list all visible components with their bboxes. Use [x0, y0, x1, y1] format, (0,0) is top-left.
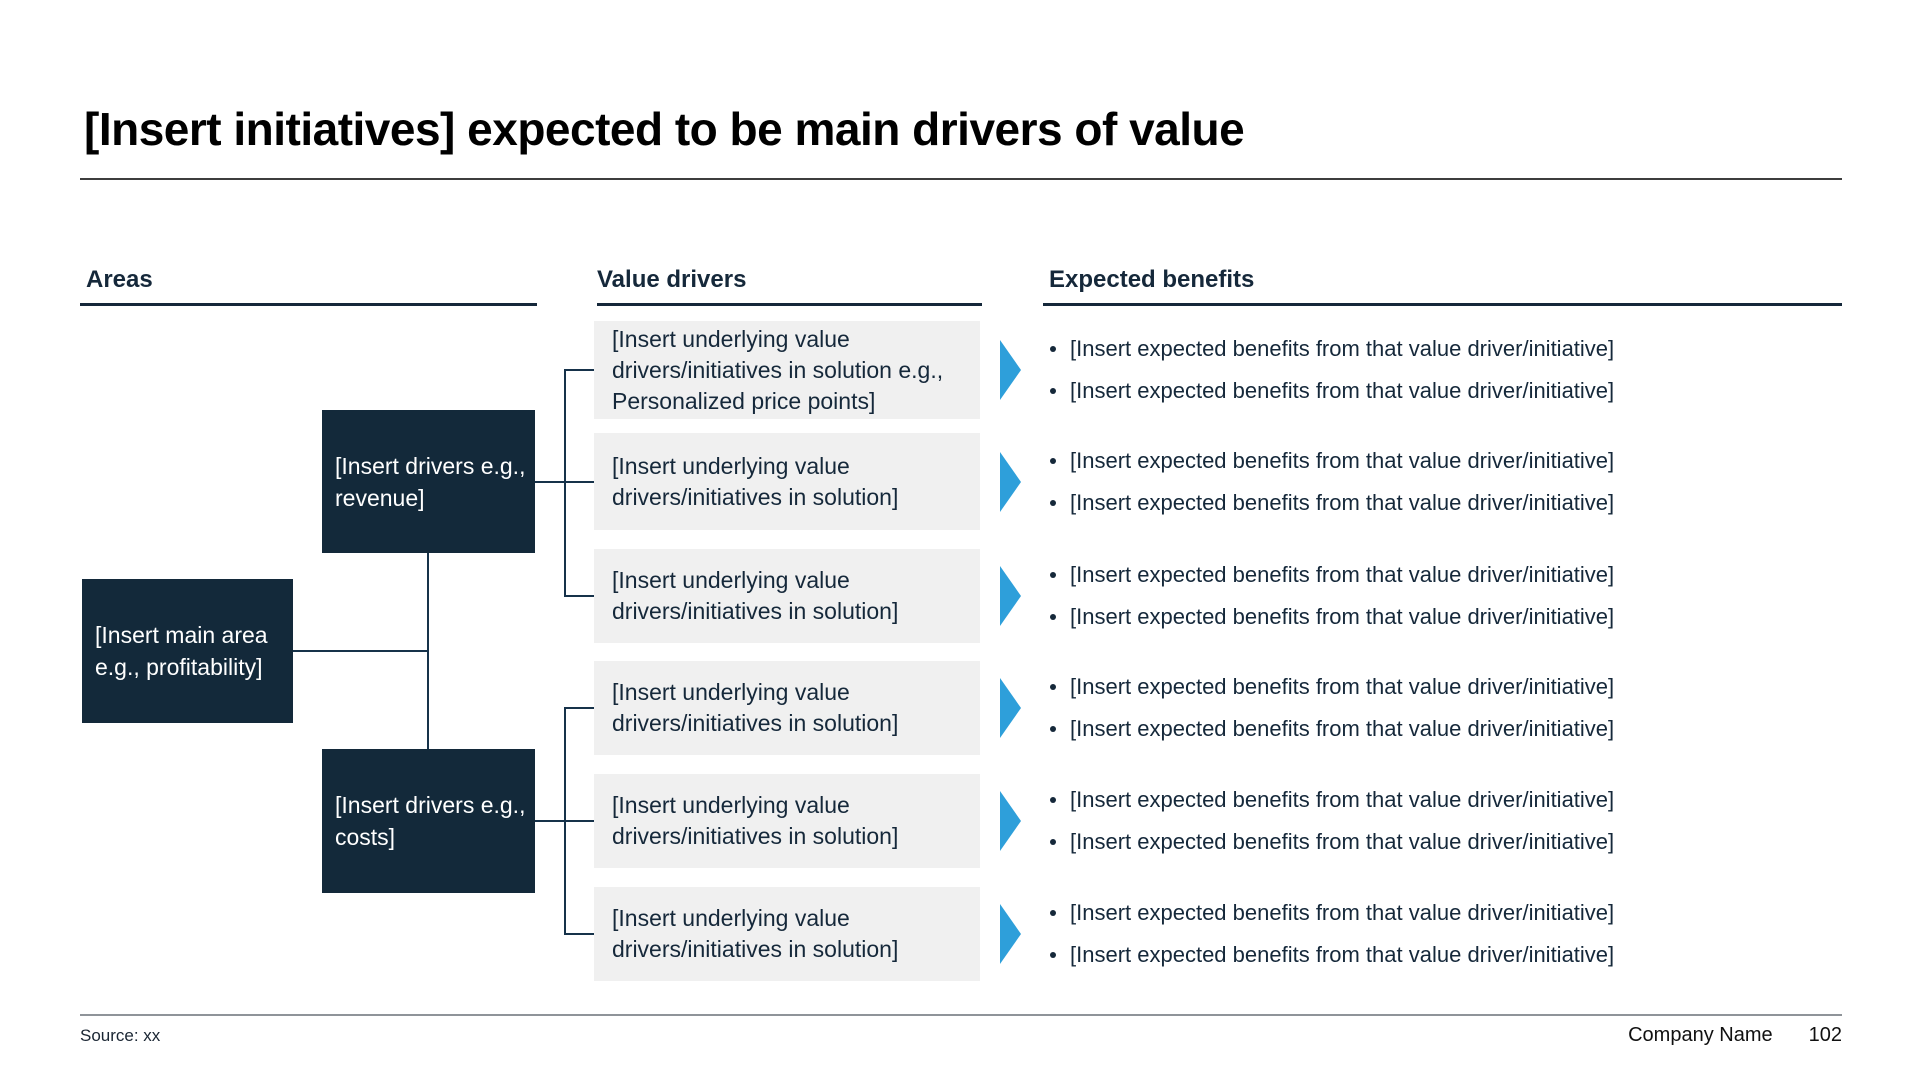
benefit-text: [Insert expected benefits from that valu… — [1070, 604, 1615, 629]
benefit-text: [Insert expected benefits from that valu… — [1070, 829, 1615, 854]
value-driver-box-5: [Insert underlying value drivers/initiat… — [594, 774, 980, 868]
benefits-group-2: [Insert expected benefits from that valu… — [1050, 434, 1850, 530]
bullet-icon — [1050, 346, 1056, 352]
connector-costs-bracket — [564, 707, 566, 935]
driver-box-costs: [Insert drivers e.g., costs] — [322, 749, 535, 893]
value-driver-box-4: [Insert underlying value drivers/initiat… — [594, 661, 980, 755]
benefits-group-5: [Insert expected benefits from that valu… — [1050, 773, 1850, 869]
driver-box-costs-label: [Insert drivers e.g., costs] — [335, 792, 526, 850]
benefit-text: [Insert expected benefits from that valu… — [1070, 378, 1615, 403]
bullet-icon — [1050, 614, 1056, 620]
value-driver-box-2: [Insert underlying value drivers/initiat… — [594, 433, 980, 530]
bullet-icon — [1050, 910, 1056, 916]
slide-title: [Insert initiatives] expected to be main… — [84, 103, 1245, 155]
connector-revenue-bracket — [564, 369, 566, 597]
value-driver-box-1: [Insert underlying value drivers/initiat… — [594, 321, 980, 419]
column-header-value-drivers: Value drivers — [597, 266, 747, 293]
connector-to-row4 — [564, 707, 594, 709]
expected-benefits-header-underline — [1043, 303, 1842, 306]
flow-arrow-icon — [1000, 452, 1021, 512]
main-area-box-label: [Insert main area e.g., profitability] — [95, 622, 268, 680]
main-area-box: [Insert main area e.g., profitability] — [82, 579, 293, 723]
footer-divider — [80, 1014, 1842, 1016]
footer-page-number: 102 — [1808, 1024, 1842, 1046]
value-driver-box-6-label: [Insert underlying value drivers/initiat… — [612, 905, 899, 962]
benefit-item: [Insert expected benefits from that valu… — [1050, 377, 1850, 405]
connector-to-row6 — [564, 933, 594, 935]
bullet-icon — [1050, 797, 1056, 803]
column-header-expected-benefits: Expected benefits — [1049, 266, 1255, 293]
benefits-group-1: [Insert expected benefits from that valu… — [1050, 322, 1850, 418]
bullet-icon — [1050, 500, 1056, 506]
benefit-item: [Insert expected benefits from that valu… — [1050, 561, 1850, 589]
connector-drivers-vertical — [427, 553, 429, 749]
bullet-icon — [1050, 684, 1056, 690]
benefit-item: [Insert expected benefits from that valu… — [1050, 941, 1850, 969]
flow-arrow-icon — [1000, 340, 1021, 400]
benefit-item: [Insert expected benefits from that valu… — [1050, 828, 1850, 856]
benefit-text: [Insert expected benefits from that valu… — [1070, 942, 1615, 967]
benefit-text: [Insert expected benefits from that valu… — [1070, 900, 1615, 925]
footer-source: Source: xx — [80, 1026, 161, 1045]
flow-arrow-icon — [1000, 566, 1021, 626]
benefit-item: [Insert expected benefits from that valu… — [1050, 786, 1850, 814]
benefits-group-6: [Insert expected benefits from that valu… — [1050, 886, 1850, 982]
value-driver-box-1-label: [Insert underlying value drivers/initiat… — [612, 325, 944, 414]
value-drivers-header-underline — [597, 303, 982, 306]
value-driver-box-2-label: [Insert underlying value drivers/initiat… — [612, 452, 899, 510]
benefit-text: [Insert expected benefits from that valu… — [1070, 562, 1615, 587]
bullet-icon — [1050, 726, 1056, 732]
benefit-text: [Insert expected benefits from that valu… — [1070, 490, 1615, 515]
benefit-item: [Insert expected benefits from that valu… — [1050, 603, 1850, 631]
flow-arrow-icon — [1000, 904, 1021, 964]
benefit-item: [Insert expected benefits from that valu… — [1050, 447, 1850, 475]
benefit-item: [Insert expected benefits from that valu… — [1050, 489, 1850, 517]
value-driver-box-5-label: [Insert underlying value drivers/initiat… — [612, 792, 899, 849]
bullet-icon — [1050, 458, 1056, 464]
value-driver-box-3: [Insert underlying value drivers/initiat… — [594, 549, 980, 643]
driver-box-revenue-label: [Insert drivers e.g., revenue] — [335, 452, 526, 511]
benefit-text: [Insert expected benefits from that valu… — [1070, 716, 1615, 741]
areas-header-underline — [80, 303, 537, 306]
title-divider — [80, 178, 1842, 180]
benefit-item: [Insert expected benefits from that valu… — [1050, 673, 1850, 701]
benefit-text: [Insert expected benefits from that valu… — [1070, 674, 1615, 699]
bullet-icon — [1050, 572, 1056, 578]
connector-to-row1 — [564, 369, 594, 371]
benefit-item: [Insert expected benefits from that valu… — [1050, 335, 1850, 363]
connector-main-to-drivers — [293, 650, 428, 652]
bullet-icon — [1050, 388, 1056, 394]
flow-arrow-icon — [1000, 791, 1021, 851]
bullet-icon — [1050, 952, 1056, 958]
benefit-item: [Insert expected benefits from that valu… — [1050, 899, 1850, 927]
benefit-text: [Insert expected benefits from that valu… — [1070, 448, 1615, 473]
driver-box-revenue: [Insert drivers e.g., revenue] — [322, 410, 535, 553]
bullet-icon — [1050, 839, 1056, 845]
benefits-group-3: [Insert expected benefits from that valu… — [1050, 548, 1850, 644]
value-driver-box-6: [Insert underlying value drivers/initiat… — [594, 887, 980, 981]
benefit-item: [Insert expected benefits from that valu… — [1050, 715, 1850, 743]
footer-right: Company Name 102 — [1628, 1024, 1842, 1047]
benefits-group-4: [Insert expected benefits from that valu… — [1050, 660, 1850, 756]
footer-company-name: Company Name — [1628, 1024, 1773, 1046]
value-driver-box-4-label: [Insert underlying value drivers/initiat… — [612, 679, 899, 736]
benefit-text: [Insert expected benefits from that valu… — [1070, 787, 1615, 812]
value-driver-box-3-label: [Insert underlying value drivers/initiat… — [612, 567, 899, 624]
connector-to-row3 — [564, 595, 594, 597]
flow-arrow-icon — [1000, 678, 1021, 738]
benefit-text: [Insert expected benefits from that valu… — [1070, 336, 1615, 361]
column-header-areas: Areas — [86, 266, 153, 293]
